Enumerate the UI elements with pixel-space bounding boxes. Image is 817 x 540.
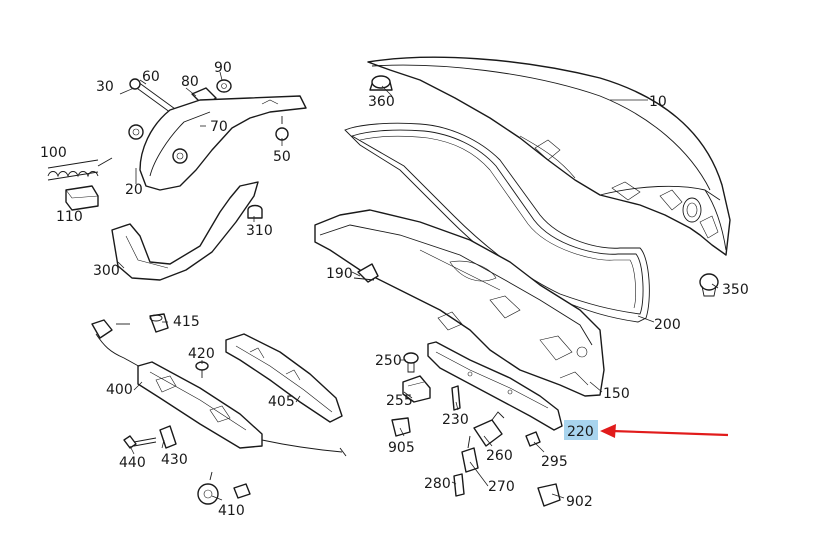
callout-270: 270	[488, 479, 515, 495]
cable-part-400	[91, 319, 143, 369]
leader-lines	[117, 71, 719, 501]
callout-200: 200	[654, 317, 681, 333]
clip-part-310	[247, 204, 263, 219]
callout-430: 430	[161, 452, 188, 468]
callout-360: 360	[368, 94, 395, 110]
callout-440: 440	[119, 455, 146, 471]
callout-230: 230	[442, 412, 469, 428]
callout-400: 400	[106, 382, 133, 398]
callout-220: 220	[567, 424, 594, 440]
callout-50: 50	[273, 149, 291, 165]
screw-part-420	[195, 361, 209, 378]
callout-300: 300	[93, 263, 120, 279]
bolt-part-50	[275, 116, 289, 141]
callout-100: 100	[40, 145, 67, 161]
switch-part-260	[473, 411, 505, 447]
bolt-part-440	[123, 435, 157, 449]
bracket-part-430	[159, 425, 177, 449]
button-part-250	[403, 352, 419, 373]
hinge-part-30	[128, 95, 307, 191]
spring-part-100	[47, 157, 113, 181]
callout-420: 420	[188, 346, 215, 362]
callout-190: 190	[326, 266, 353, 282]
motor-part-410	[197, 471, 251, 505]
callout-295: 295	[541, 454, 568, 470]
callout-30: 30	[96, 79, 114, 95]
nut-part-90	[216, 79, 232, 93]
callout-905: 905	[388, 440, 415, 456]
callout-80: 80	[181, 74, 199, 90]
clip-part-360	[369, 75, 393, 91]
foam-part-902	[537, 483, 561, 507]
clip-part-190	[353, 263, 379, 283]
callout-70: 70	[210, 119, 228, 135]
callout-250: 250	[375, 353, 402, 369]
callout-255: 255	[386, 393, 413, 409]
red-arrow-icon	[600, 424, 729, 438]
bulb-part-280	[453, 473, 465, 497]
pin-part-230	[451, 385, 461, 411]
callout-280: 280	[424, 476, 451, 492]
callout-405: 405	[268, 394, 295, 410]
trunk-lid-part-10	[367, 56, 731, 256]
lock-part-400	[137, 361, 347, 457]
foam-part-905	[391, 417, 411, 437]
trim-panel-part-150	[314, 209, 605, 397]
grommet-part-415	[149, 313, 169, 333]
callout-110: 110	[56, 209, 83, 225]
callout-350: 350	[722, 282, 749, 298]
cover-part-300	[111, 181, 259, 281]
grommet-part-350	[699, 273, 719, 297]
callout-260: 260	[486, 448, 513, 464]
callout-60: 60	[142, 69, 160, 85]
callout-410: 410	[218, 503, 245, 519]
clip-part-295	[525, 431, 541, 447]
connector-part-270	[461, 435, 479, 473]
strip-part-220	[427, 341, 563, 431]
block-part-110	[65, 185, 99, 211]
callout-902: 902	[566, 494, 593, 510]
callout-150: 150	[603, 386, 630, 402]
callout-90: 90	[214, 60, 232, 76]
callout-20: 20	[125, 182, 143, 198]
callout-10: 10	[649, 94, 667, 110]
actuator-part-405	[225, 333, 343, 423]
bracket-part-255	[402, 375, 431, 403]
callout-310: 310	[246, 223, 273, 239]
callout-415: 415	[173, 314, 200, 330]
highlight-box-220	[564, 420, 598, 440]
